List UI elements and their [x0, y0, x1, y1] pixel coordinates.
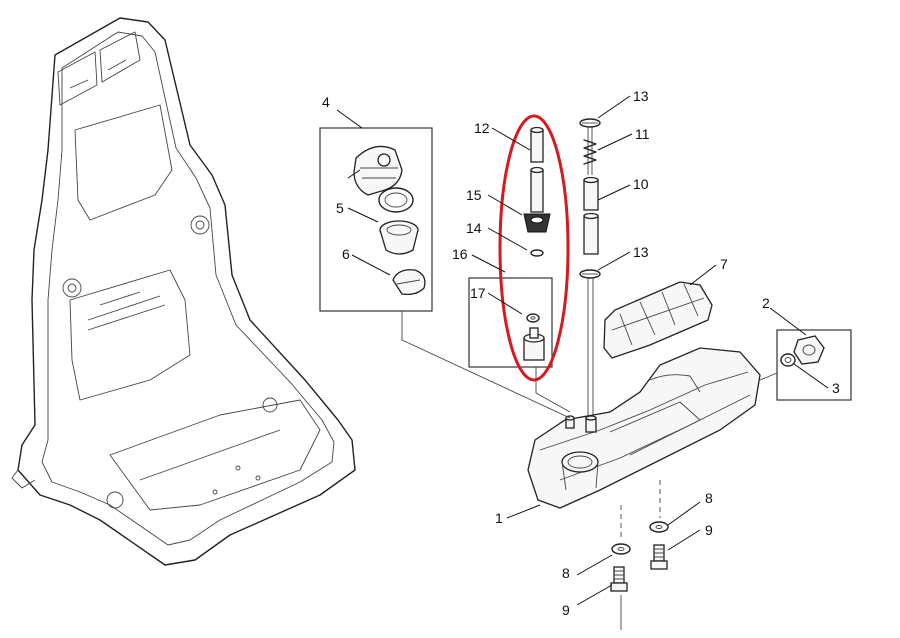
callout-labels: 4 5 6 12 15 14 16 17 13 11 10 13 7 2 3 1… — [322, 88, 840, 618]
callout-3: 3 — [832, 380, 840, 396]
callout-10: 10 — [633, 176, 649, 192]
filler-neck — [379, 220, 419, 255]
callout-13-top: 13 — [633, 88, 649, 104]
callout-17: 17 — [470, 285, 486, 301]
gasket-ring — [378, 187, 414, 213]
fuel-cap — [353, 145, 403, 196]
fuel-tank — [527, 347, 761, 509]
valve-15 — [523, 213, 551, 233]
callout-4: 4 — [322, 94, 330, 110]
washer-3 — [780, 353, 796, 367]
nut-kit-box — [776, 329, 852, 401]
strainer — [392, 269, 426, 296]
callout-8-left: 8 — [562, 565, 570, 581]
tank-strap — [603, 281, 713, 359]
callout-12: 12 — [474, 120, 490, 136]
leader-lines — [336, 95, 829, 630]
nut-2 — [793, 335, 825, 365]
bolt-9-left — [610, 566, 628, 592]
washer-8-right — [649, 521, 669, 533]
callout-8-right: 8 — [705, 490, 713, 506]
callout-15: 15 — [466, 187, 482, 203]
washer-17 — [526, 313, 540, 323]
callout-6: 6 — [342, 246, 350, 262]
vent-assembly — [579, 118, 601, 418]
callout-7: 7 — [720, 256, 728, 272]
tube-12 — [530, 126, 544, 213]
callout-13-bottom: 13 — [633, 244, 649, 260]
washer-8-left — [611, 543, 631, 555]
bolt-9-right — [650, 544, 668, 570]
callout-1: 1 — [495, 510, 503, 526]
highlight-ring — [498, 114, 570, 382]
callout-11: 11 — [635, 126, 650, 142]
callout-9-right: 9 — [705, 522, 713, 538]
callout-14: 14 — [466, 220, 482, 236]
callout-9-left: 9 — [562, 602, 570, 618]
callout-2: 2 — [762, 295, 770, 311]
cap-kit-box — [319, 127, 433, 312]
fitting-17 — [523, 327, 545, 361]
fitting-box — [468, 277, 553, 368]
callout-16: 16 — [452, 246, 468, 262]
callout-5: 5 — [336, 200, 344, 216]
clip-14 — [530, 249, 544, 257]
seat-frame — [11, 17, 356, 566]
